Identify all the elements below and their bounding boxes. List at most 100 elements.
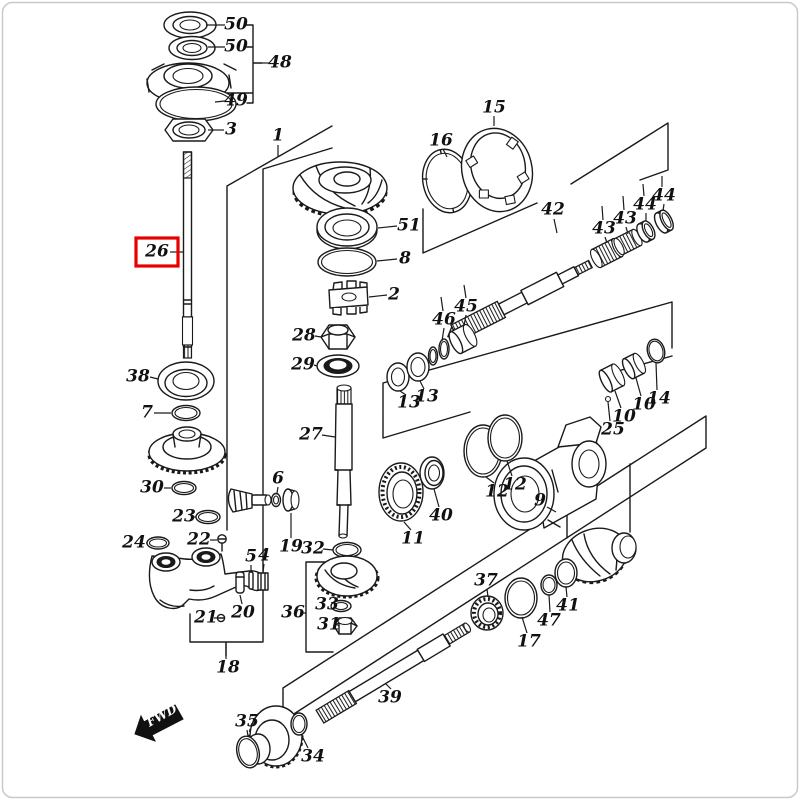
part-35-oring: [235, 735, 261, 769]
leader-line-10: [614, 390, 622, 409]
leader-line-45: [463, 284, 467, 299]
part-19-bearing-cup: [282, 488, 300, 512]
part-label-29: 29: [290, 355, 315, 375]
leader-line-43: [604, 236, 608, 244]
leader-line-33: [334, 604, 337, 607]
leader-line-17: [521, 616, 528, 634]
forward-bevel-gear: [292, 161, 388, 218]
part-20-pin: [235, 571, 245, 594]
part-label-41: 41: [556, 596, 580, 616]
part-label-26: 26: [144, 242, 169, 262]
leader-line-32: [322, 548, 334, 551]
leader-line-51: [377, 225, 398, 229]
leader-line-39: [385, 683, 392, 690]
leader-line-16: [442, 148, 448, 158]
part-49-gasket: [155, 86, 237, 122]
part-label-16: 16: [429, 131, 453, 151]
part-16-ring: [421, 148, 473, 214]
leader-line-43: [622, 195, 625, 211]
part-label-40: 40: [429, 506, 453, 526]
part-label-17: 17: [517, 632, 541, 652]
part-28-nut: [320, 324, 356, 350]
part-label-31: 31: [317, 615, 341, 635]
part-label-11: 11: [401, 529, 425, 549]
part-label-50: 50: [224, 37, 248, 57]
panel-group-1: [226, 125, 333, 531]
part-17-oring: [504, 577, 538, 619]
part-51-bearing: [316, 207, 378, 250]
leader-line-13: [399, 390, 407, 396]
leader-line-35: [246, 729, 249, 737]
part-14-oring: [646, 338, 666, 364]
part-label-6: 6: [272, 469, 284, 489]
part-40-seal: [419, 456, 445, 490]
leader-line-45: [463, 314, 467, 327]
part-label-50: 50: [224, 15, 248, 35]
part-34-ring: [290, 712, 308, 736]
leader-line-46: [440, 296, 444, 312]
part-7-oring: [171, 404, 201, 422]
part-label-34: 34: [301, 747, 325, 767]
part-4-roller: [257, 572, 269, 591]
part-label-23: 23: [171, 507, 196, 527]
part-label-47: 47: [537, 611, 561, 631]
part-39-shaft: [315, 622, 472, 724]
leader-line-46: [441, 327, 445, 342]
part-label-2: 2: [387, 285, 400, 305]
part-23-oring: [195, 509, 221, 525]
part-37-bearing: [470, 595, 504, 631]
leader-line-41: [565, 586, 568, 598]
part-36-gear: [314, 555, 380, 599]
leader-line-38: [149, 376, 159, 380]
part-label-19: 19: [279, 537, 303, 557]
part-10-bushing: [598, 363, 626, 393]
part-label-12: 12: [503, 475, 527, 495]
part-label-9: 9: [534, 491, 546, 511]
part-label-32: 32: [301, 539, 325, 559]
part-25-pin: [604, 395, 612, 403]
part-41-ring: [554, 558, 578, 588]
part-13-seal-2: [406, 352, 430, 382]
part-44-ring-2: [653, 209, 674, 234]
leader-line-29: [313, 364, 318, 367]
leader-line-28: [314, 335, 322, 338]
part-label-4: 4: [258, 546, 270, 566]
part-44-ring: [636, 220, 656, 243]
leader-line-40: [433, 488, 440, 508]
part-label-42: 42: [541, 200, 565, 220]
part-label-15: 15: [482, 98, 506, 118]
part-label-10: 10: [612, 407, 636, 427]
part-13-seal: [386, 362, 410, 392]
part-label-14: 14: [647, 389, 671, 409]
part-label-38: 38: [126, 367, 150, 387]
part-label-44: 44: [652, 186, 676, 206]
bracket-48: [210, 24, 263, 104]
leader-line-34: [300, 733, 309, 749]
part-21-screw: [216, 613, 226, 623]
leader-line-44: [662, 203, 665, 212]
pinion-gear: [147, 426, 227, 475]
part-27-shaft: [334, 384, 353, 539]
part-label-33: 33: [315, 595, 339, 615]
part-label-13: 13: [397, 393, 421, 413]
part-50-seal-lower: [168, 35, 216, 61]
leader-line-43: [625, 226, 629, 235]
part-label-35: 35: [235, 712, 259, 732]
leader-line-4: [262, 563, 265, 573]
part-label-51: 51: [397, 216, 421, 236]
leader-line-25: [607, 401, 611, 422]
part-label-22: 22: [186, 530, 211, 550]
part-label-5: 5: [245, 547, 257, 567]
part-label-10: 10: [632, 395, 656, 415]
part-label-20: 20: [230, 603, 255, 623]
part-label-49: 49: [224, 91, 248, 111]
part-33-washer: [330, 599, 352, 613]
part-38-bearing: [157, 361, 215, 401]
leader-line-14: [655, 362, 658, 391]
part-label-46: 46: [432, 310, 456, 330]
part-11-bearing: [378, 462, 424, 522]
leader-line-44: [642, 183, 645, 197]
leader-line-10: [635, 377, 642, 397]
leader-line-12: [506, 460, 513, 477]
